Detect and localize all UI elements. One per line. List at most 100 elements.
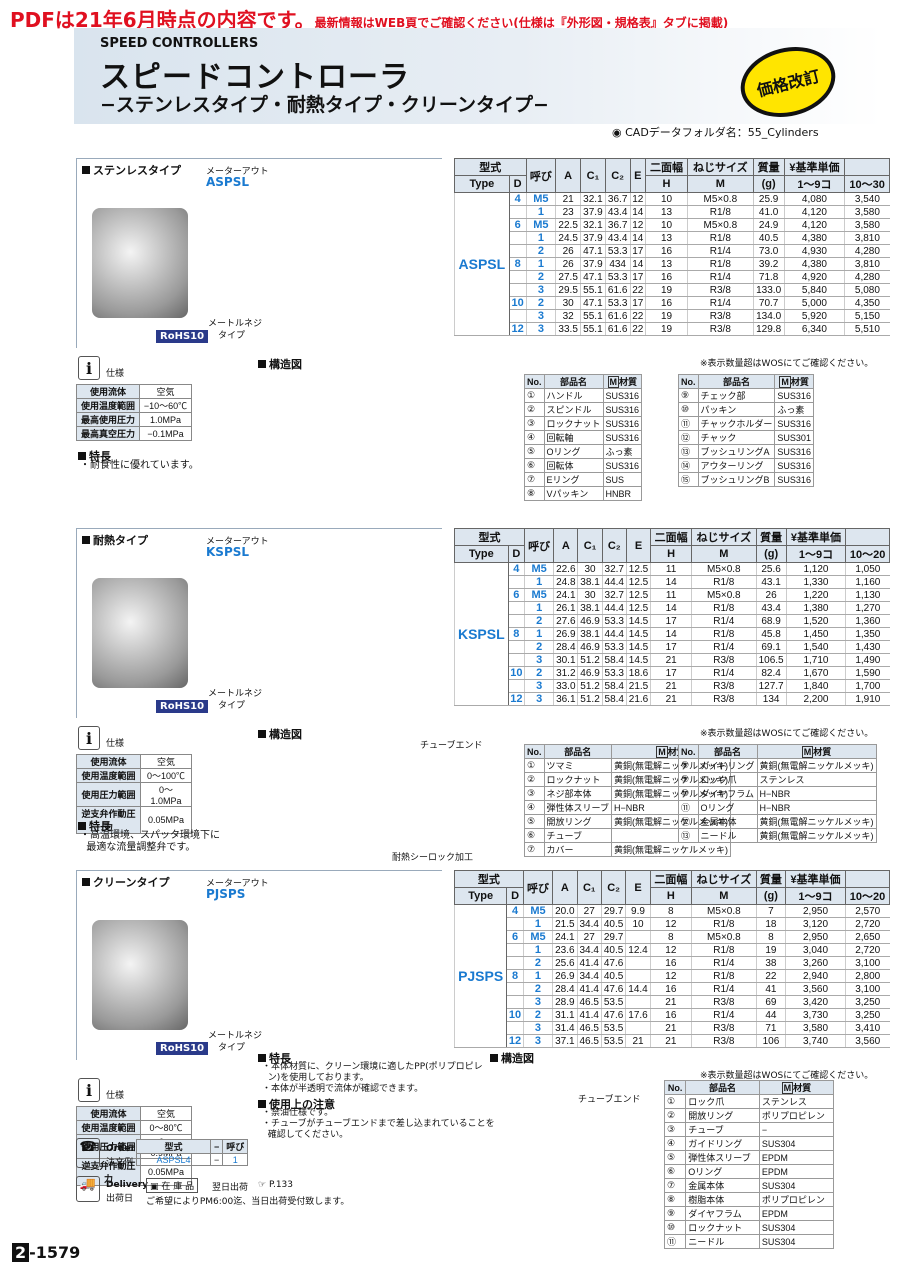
metric-label-2: タイプ xyxy=(218,1043,246,1053)
features-text: ・高温環境、スパッタ環境下に 最適な流量調整弁です。 xyxy=(80,830,220,853)
section-title: クリーンタイプ xyxy=(82,874,169,890)
structure-title: 構造図 xyxy=(258,726,302,742)
delivery-label-jp: 出荷日 xyxy=(106,1194,134,1204)
spec-table: 使用流体空気使用温度範囲0〜80℃使用圧力範囲0〜0.9MPa逆支弁作動圧力0.… xyxy=(76,1106,193,1186)
section-1-panel xyxy=(76,528,442,718)
delivery-note: ご希望によりPM6:00迄、当日出荷受付致します。 xyxy=(146,1197,350,1207)
next-day-label: 翌日出荷 xyxy=(212,1183,249,1193)
page-ref: ☞ P.133 xyxy=(258,1180,294,1190)
cad-folder-label: ◉ CADデータフォルダ名：55_Cylinders xyxy=(612,126,819,139)
page-title: スピードコントローラ xyxy=(100,60,410,95)
section-0-panel xyxy=(76,158,442,348)
model-label: PJSPS xyxy=(206,887,246,901)
metric-label: メートルネジ xyxy=(208,319,263,329)
info-icon: i xyxy=(78,726,100,750)
meter-out-label: メーターアウト xyxy=(206,537,269,547)
page-number: 2-1579 xyxy=(12,1243,80,1262)
truck-icon: 🚚 xyxy=(76,1176,100,1202)
phone-icon: ☎ xyxy=(76,1138,100,1168)
features-text: ・耐食性に優れています。 xyxy=(80,460,199,471)
metric-label-2: タイプ xyxy=(218,331,246,341)
section-title: ステンレスタイプ xyxy=(82,162,181,178)
structure-title: 構造図 xyxy=(258,356,302,372)
stock-badge: ▣ 在 庫 品 xyxy=(146,1178,199,1193)
tube-end-label: チューブエンド xyxy=(578,1095,641,1105)
price-col-head xyxy=(844,158,890,176)
top-notice: PDFは21年6月時点の内容です。最新情報はWEB頁でご確認ください(仕様は『外… xyxy=(10,8,729,32)
order-example-table: 型式−呼び ASPSL4−1 xyxy=(136,1139,249,1166)
meter-out-label: メーターアウト xyxy=(206,167,269,177)
meter-out-label: メーターアウト xyxy=(206,879,269,889)
page-subtitle: −ステンレスタイプ・耐熱タイプ・クリーンタイプ− xyxy=(100,94,549,116)
spec-label: 仕様 xyxy=(106,369,125,379)
metric-label-2: タイプ xyxy=(218,701,246,711)
info-icon: i xyxy=(78,356,100,380)
section-title: 耐熱タイプ xyxy=(82,532,148,548)
price-note: ※表示数量超はWOSにてご確認ください。 xyxy=(700,359,874,369)
english-title: SPEED CONTROLLERS xyxy=(100,36,259,51)
features-text: ・本体材質に、クリーン環境に適したPP(ポリプロピレ ン)を使用しております。 … xyxy=(262,1062,483,1094)
product-photo xyxy=(92,920,188,1030)
rohs-badge: RoHS10 xyxy=(156,700,209,713)
features-title: 特長 xyxy=(78,448,111,464)
price-col-head xyxy=(844,870,891,888)
metric-label: メートルネジ xyxy=(208,689,263,699)
